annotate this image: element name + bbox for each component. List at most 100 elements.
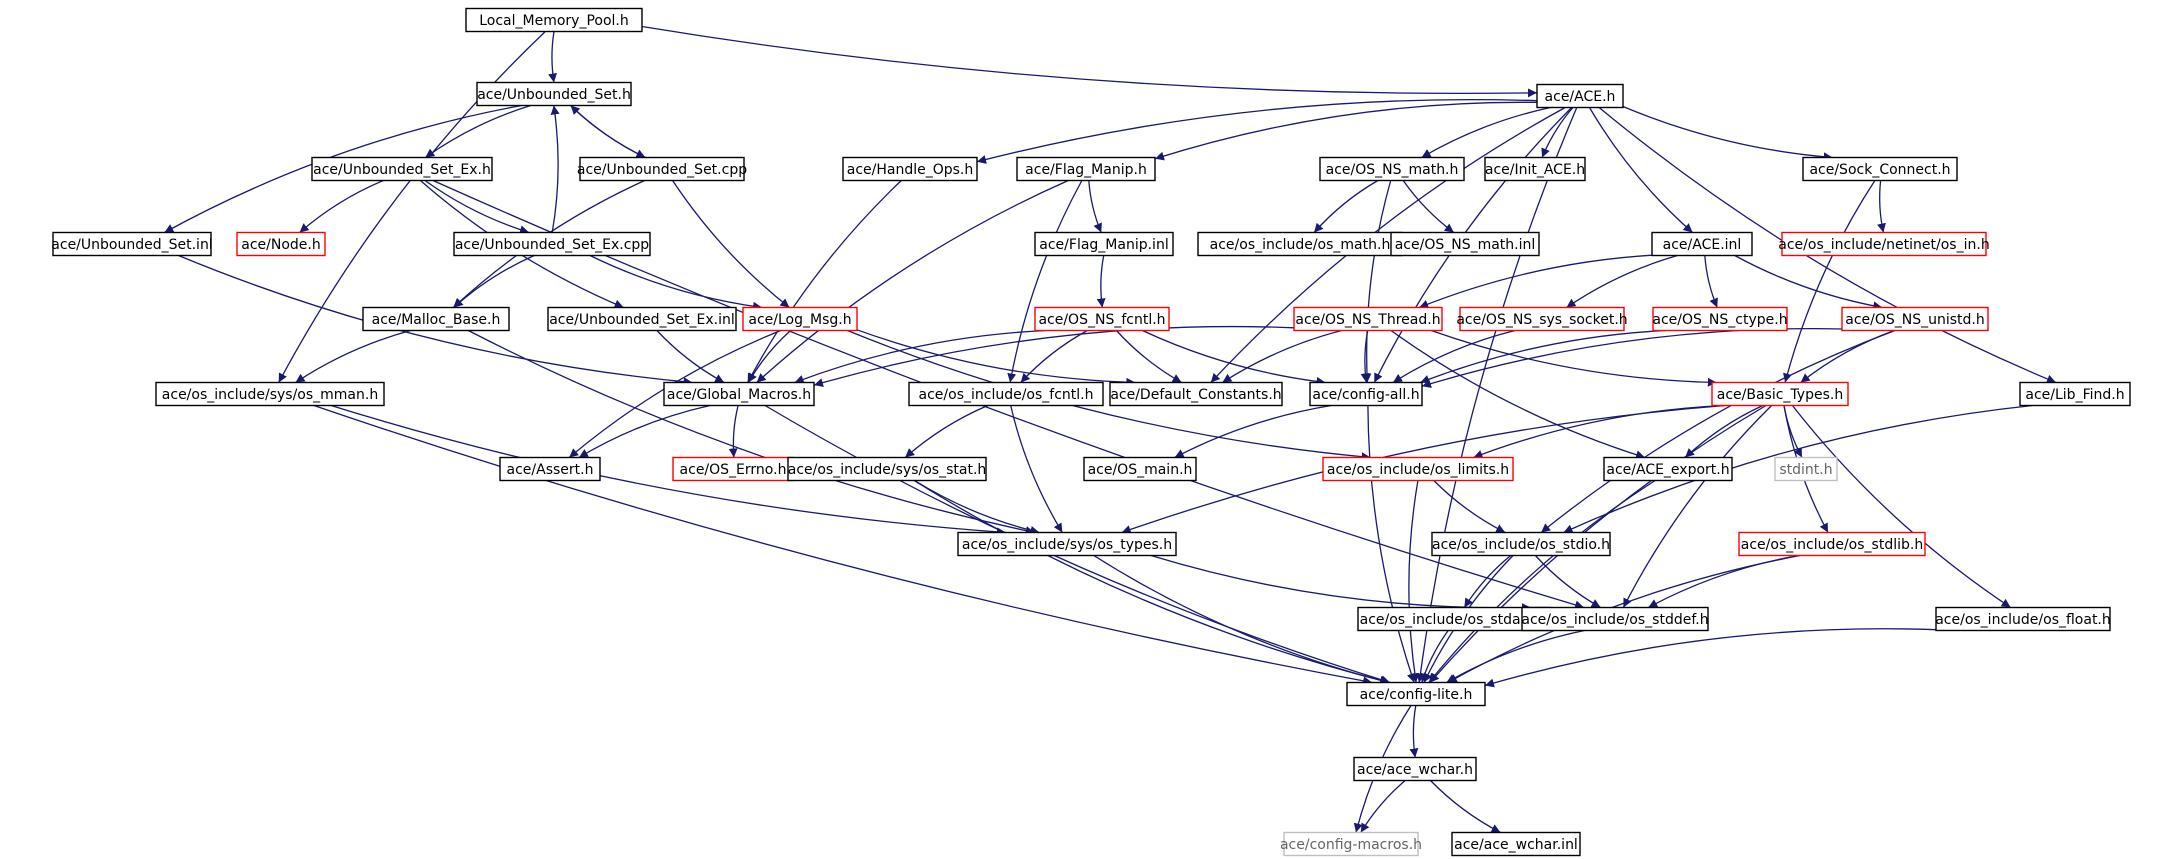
edge-osfloat-to-configlite — [1484, 628, 1937, 688]
file-node-osmath[interactable]: ace/os_include/os_math.h — [1197, 231, 1403, 257]
file-node-osin[interactable]: ace/os_include/netinet/os_in.h — [1778, 231, 1990, 257]
file-node-osfcntl[interactable]: ace/os_include/os_fcntl.h — [908, 381, 1104, 407]
file-node-ace[interactable]: ace/ACE.h — [1536, 83, 1624, 109]
file-node-assert[interactable]: ace/Assert.h — [499, 456, 601, 482]
file-node-osnsthread[interactable]: ace/OS_NS_Thread.h — [1293, 306, 1443, 332]
file-node-logmsg[interactable]: ace/Log_Msg.h — [742, 306, 858, 332]
edge-unbsetexcpp-to-mallocbase — [453, 254, 535, 308]
node-label: ace/ace_wchar.inl — [1454, 837, 1578, 853]
edge-ace-to-sockconnect — [1622, 105, 1833, 162]
file-node-oserrno[interactable]: ace/OS_Errno.h — [672, 456, 794, 482]
node-label: ace/ace_wchar.h — [1357, 762, 1473, 778]
file-node-osnsmath[interactable]: ace/OS_NS_math.h — [1319, 156, 1465, 182]
file-node-ostypes[interactable]: ace/os_include/sys/os_types.h — [957, 531, 1177, 557]
file-node-aceexport[interactable]: ace/ACE_export.h — [1603, 456, 1733, 482]
file-node-osnsmathinl[interactable]: ace/OS_NS_math.inl — [1390, 231, 1540, 257]
node-box — [236, 231, 326, 257]
file-node-unbsetcpp[interactable]: ace/Unbounded_Set.cpp — [577, 156, 747, 182]
file-node-flagmanip[interactable]: ace/Flag_Manip.h — [1016, 156, 1156, 182]
file-node-basictypes[interactable]: ace/Basic_Types.h — [1711, 381, 1849, 407]
node-label: ace/Sock_Connect.h — [1809, 162, 1950, 178]
node-label: ace/Default_Constants.h — [1110, 387, 1281, 403]
file-node-node[interactable]: ace/Node.h — [236, 231, 326, 257]
node-box — [1034, 306, 1170, 332]
file-node-unbset[interactable]: ace/Unbounded_Set.h — [476, 81, 632, 107]
file-node-mallocbase[interactable]: ace/Malloc_Base.h — [362, 306, 510, 332]
file-node-osstdlib[interactable]: ace/os_include/os_stdlib.h — [1738, 531, 1926, 557]
file-node-unbsetexinl[interactable]: ace/Unbounded_Set_Ex.inl — [547, 306, 737, 332]
node-label: ace/Flag_Manip.inl — [1039, 237, 1168, 253]
file-node-initace[interactable]: ace/Init_ACE.h — [1484, 156, 1586, 182]
node-label: ace/os_include/os_limits.h — [1327, 462, 1509, 478]
node-box — [1353, 756, 1477, 782]
file-node-aceinl[interactable]: ace/ACE.inl — [1651, 231, 1753, 257]
node-box — [1521, 606, 1709, 632]
file-node-libfind[interactable]: ace/Lib_Find.h — [2019, 381, 2131, 407]
file-node-osstddef[interactable]: ace/os_include/os_stddef.h — [1521, 606, 1709, 632]
edge-ace-to-handleops — [976, 98, 1538, 164]
edge-unbsetcpp-to-logmsg — [672, 180, 790, 309]
file-node-osnsctype[interactable]: ace/OS_NS_ctype.h — [1652, 306, 1788, 332]
edge-oslimits-to-osstdio — [1433, 480, 1506, 534]
node-box — [1484, 156, 1586, 182]
file-node-osstat[interactable]: ace/os_include/sys/os_stat.h — [787, 456, 987, 482]
edge-osstat-to-configlite — [913, 479, 1390, 685]
file-node-configlite[interactable]: ace/config-lite.h — [1346, 681, 1486, 707]
edge-unbsetex-to-unbsetexcpp — [424, 179, 530, 235]
file-node-configmacros[interactable]: ace/config-macros.h — [1280, 831, 1422, 857]
file-node-osmman[interactable]: ace/os_include/sys/os_mman.h — [155, 381, 385, 407]
node-label: ace/OS_NS_ctype.h — [1652, 312, 1787, 328]
node-box — [1319, 156, 1465, 182]
file-node-osnssyssocket[interactable]: ace/OS_NS_sys_socket.h — [1456, 306, 1628, 332]
edge-configlite-to-acewchar — [1409, 705, 1419, 758]
file-node-unbsetinl[interactable]: ace/Unbounded_Set.inl — [51, 231, 213, 257]
node-box — [362, 306, 510, 332]
edge-unbsetexcpp-to-logmsg — [589, 254, 763, 311]
edge-osnsthread-to-configall — [1360, 330, 1370, 383]
file-node-flagmanipinl[interactable]: ace/Flag_Manip.inl — [1034, 231, 1174, 257]
file-node-osstdio[interactable]: ace/os_include/os_stdio.h — [1431, 531, 1611, 557]
node-label: ace/OS_NS_fcntl.h — [1038, 312, 1165, 328]
file-node-stdint[interactable]: stdint.h — [1774, 456, 1838, 482]
edge-flagmanip-to-flagmanipinl — [1088, 180, 1102, 233]
node-box — [1711, 381, 1849, 407]
file-node-globalmacros[interactable]: ace/Global_Macros.h — [663, 381, 815, 407]
file-node-osmain[interactable]: ace/OS_main.h — [1083, 456, 1197, 482]
node-label: ace/Node.h — [241, 237, 320, 253]
edge-osnsthread-to-defconst — [1222, 329, 1342, 384]
file-node-osnsfcntl[interactable]: ace/OS_NS_fcntl.h — [1034, 306, 1170, 332]
node-box — [311, 156, 493, 182]
node-box — [1651, 231, 1753, 257]
edge-osnsfcntl-to-globalmacros — [794, 329, 1047, 384]
file-node-sockconnect[interactable]: ace/Sock_Connect.h — [1802, 156, 1958, 182]
file-node-configall[interactable]: ace/config-all.h — [1309, 381, 1423, 407]
file-node-acewchar[interactable]: ace/ace_wchar.h — [1353, 756, 1477, 782]
edge-osnsctype-to-configall — [1420, 329, 1666, 384]
file-node-handleops[interactable]: ace/Handle_Ops.h — [842, 156, 978, 182]
node-box — [465, 7, 643, 33]
file-node-unbsetex[interactable]: ace/Unbounded_Set_Ex.h — [311, 156, 493, 182]
edge-osstat-to-ostypes — [914, 479, 1040, 535]
file-node-acewcharinl[interactable]: ace/ace_wchar.inl — [1451, 831, 1581, 857]
file-node-osnsunistd[interactable]: ace/OS_NS_unistd.h — [1841, 306, 1989, 332]
node-label: ace/os_include/os_stdlib.h — [1741, 537, 1923, 553]
edge-osnsunistd-to-osstdio — [1540, 329, 1896, 534]
node-label: ace/ACE_export.h — [1606, 462, 1729, 478]
file-node-unbsetexcpp[interactable]: ace/Unbounded_Set_Ex.cpp — [453, 231, 651, 257]
file-node-osfloat[interactable]: ace/os_include/os_float.h — [1935, 606, 2111, 632]
file-node-root[interactable]: Local_Memory_Pool.h — [465, 7, 643, 33]
node-box — [547, 306, 737, 332]
file-node-defconst[interactable]: ace/Default_Constants.h — [1109, 381, 1283, 407]
edge-libfind-to-osstdio — [1563, 404, 2033, 534]
edge-globalmacros-to-oserrno — [728, 405, 739, 458]
node-box — [453, 231, 651, 257]
edge-logmsg-to-defconst — [856, 329, 1136, 387]
edge-ostypes-to-configlite — [1093, 554, 1390, 685]
node-label: ace/OS_Errno.h — [680, 462, 787, 478]
node-label: ace/os_include/os_float.h — [1935, 612, 2111, 628]
node-label: ace/OS_main.h — [1088, 462, 1193, 478]
file-node-oslimits[interactable]: ace/os_include/os_limits.h — [1322, 456, 1514, 482]
file-node-osstdarg[interactable]: ace/os_include/os_stdarg.h — [1357, 606, 1551, 632]
edge-root-to-unbset — [548, 31, 558, 83]
node-label: ace/ACE.h — [1545, 89, 1616, 105]
